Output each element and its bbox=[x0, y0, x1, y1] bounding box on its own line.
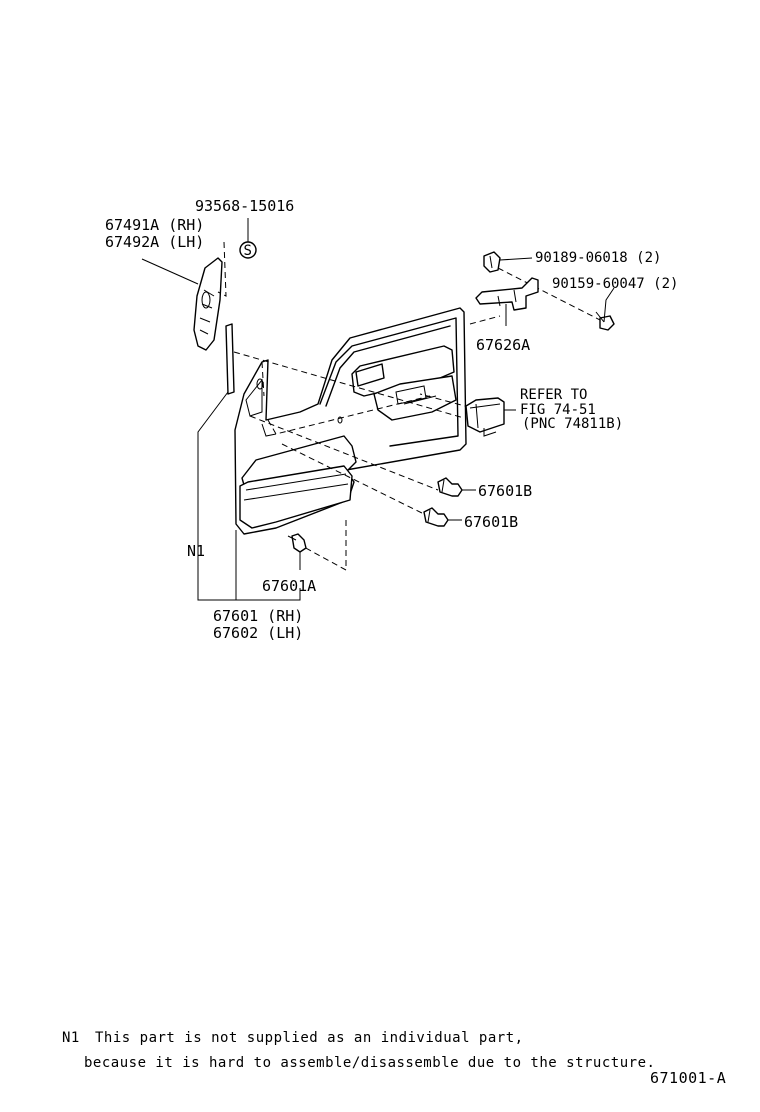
armrest-part bbox=[193, 257, 223, 351]
label-pnc-74811b: (PNC 74811B) bbox=[522, 416, 623, 432]
label-67492a-lh: 67492A (LH) bbox=[105, 233, 204, 251]
label-n1: N1 bbox=[187, 542, 205, 560]
footnote-line-1: This part is not supplied as an individu… bbox=[95, 1030, 524, 1046]
door-trim-panel bbox=[234, 307, 467, 535]
label-67602-lh: 67602 (LH) bbox=[213, 624, 303, 642]
label-67601-rh: 67601 (RH) bbox=[213, 607, 303, 625]
label-67601b-upper: 67601B bbox=[478, 482, 532, 500]
bracket-67626a bbox=[475, 277, 539, 311]
clip-67601b-lower bbox=[423, 507, 449, 527]
label-90159-60047: 90159-60047 (2) bbox=[552, 276, 678, 292]
clip-67601a bbox=[287, 533, 307, 553]
label-refer-to: REFER TO bbox=[520, 387, 587, 403]
label-93568-15016: 93568-15016 bbox=[195, 197, 294, 215]
label-67626a: 67626A bbox=[476, 336, 530, 354]
clip-90189 bbox=[483, 251, 501, 273]
s-screw-symbol: S bbox=[239, 241, 257, 259]
label-90189-06018: 90189-06018 (2) bbox=[535, 250, 661, 266]
switch-base bbox=[465, 397, 505, 437]
weatherstrip-n1 bbox=[225, 323, 235, 395]
clip-67601b-upper bbox=[437, 477, 463, 497]
footnote-marker: N1 bbox=[62, 1030, 80, 1046]
label-67601b-lower: 67601B bbox=[464, 513, 518, 531]
svg-text:S: S bbox=[244, 243, 252, 259]
label-67601a: 67601A bbox=[262, 577, 316, 595]
footnote-line-2: because it is hard to assemble/disassemb… bbox=[84, 1055, 656, 1071]
figure-id: 671001-A bbox=[650, 1069, 727, 1087]
label-67491a-rh: 67491A (RH) bbox=[105, 216, 204, 234]
screw-90159 bbox=[595, 311, 615, 331]
label-fig-74-51: FIG 74-51 bbox=[520, 402, 596, 418]
